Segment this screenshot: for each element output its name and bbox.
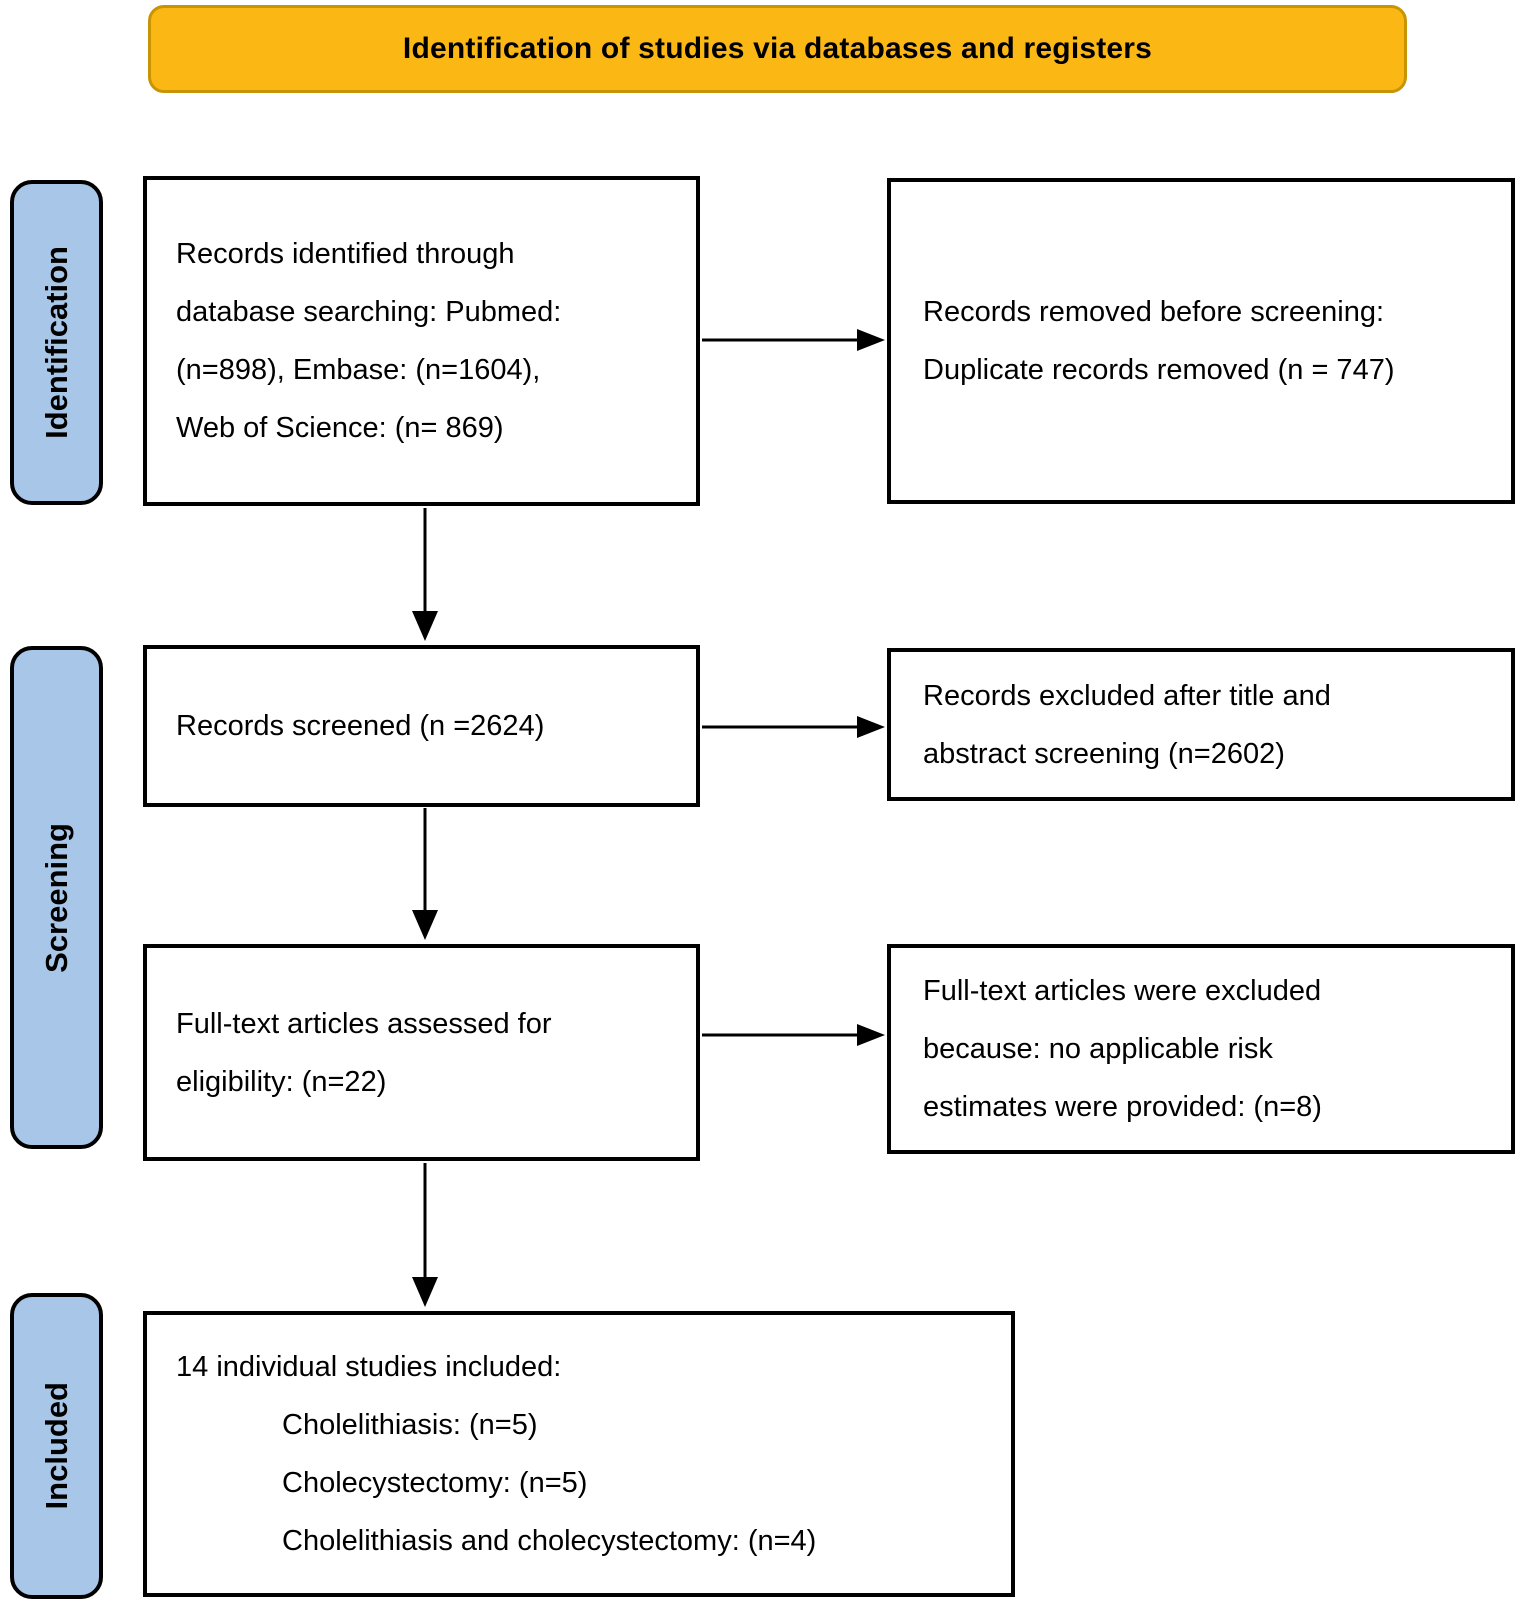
arrow-head-icon: [857, 329, 885, 351]
box-line: Cholelithiasis: (n=5): [282, 1409, 538, 1441]
arrow-identified-to-removed: [702, 329, 885, 351]
box-line: Duplicate records removed (n = 747): [923, 354, 1395, 386]
stage-label-text: Included: [38, 1382, 74, 1510]
arrow-screened-to-fulltext: [412, 808, 438, 940]
box-line: Records identified through: [176, 238, 515, 270]
arrow-head-icon: [412, 611, 438, 641]
box-studies-included: 14 individual studies included: Cholelit…: [143, 1311, 1015, 1597]
box-line: 14 individual studies included:: [176, 1351, 562, 1383]
arrow-identified-to-screened: [412, 508, 438, 641]
box-fulltext-assessed: Full-text articles assessed for eligibil…: [143, 944, 700, 1161]
box-records-removed: Records removed before screening: Duplic…: [887, 178, 1515, 504]
box-records-excluded-title-abstract: Records excluded after title and abstrac…: [887, 648, 1515, 801]
stage-label-identification: Identification: [10, 180, 103, 505]
banner-title: Identification of studies via databases …: [402, 32, 1153, 65]
box-line: Full-text articles assessed for: [176, 1007, 552, 1040]
box-fulltext-excluded: Full-text articles were excluded because…: [887, 944, 1515, 1154]
box-line: Records removed before screening:: [923, 296, 1385, 328]
box-records-identified: Records identified through database sear…: [143, 176, 700, 506]
arrow-head-icon: [857, 1024, 885, 1046]
box-line: (n=898), Embase: (n=1604),: [176, 354, 541, 386]
box-line: Records screened (n =2624): [176, 710, 545, 742]
box-line: because: no applicable risk: [923, 1033, 1273, 1065]
stage-label-included: Included: [10, 1293, 103, 1599]
arrow-fulltext-to-included: [412, 1163, 438, 1307]
box-line: Records excluded after title and: [923, 679, 1331, 712]
stage-label-text: Screening: [38, 822, 74, 973]
box-line: Web of Science: (n= 869): [176, 412, 504, 444]
box-line: eligibility: (n=22): [176, 1065, 387, 1098]
box-line: database searching: Pubmed:: [176, 296, 562, 328]
box-line: Full-text articles were excluded: [923, 975, 1322, 1007]
arrow-head-icon: [857, 716, 885, 738]
arrow-screened-to-excluded: [702, 716, 885, 738]
banner: Identification of studies via databases …: [148, 5, 1407, 93]
stage-label-screening: Screening: [10, 646, 103, 1149]
box-line: Cholecystectomy: (n=5): [282, 1467, 588, 1499]
arrow-fulltext-to-excluded: [702, 1024, 885, 1046]
box-records-screened: Records screened (n =2624): [143, 645, 700, 807]
box-line: Cholelithiasis and cholecystectomy: (n=4…: [282, 1525, 817, 1557]
stage-label-text: Identification: [38, 246, 74, 439]
box-line: estimates were provided: (n=8): [923, 1091, 1322, 1123]
box-line: abstract screening (n=2602): [923, 737, 1285, 770]
arrow-head-icon: [412, 910, 438, 940]
arrow-head-icon: [412, 1277, 438, 1307]
